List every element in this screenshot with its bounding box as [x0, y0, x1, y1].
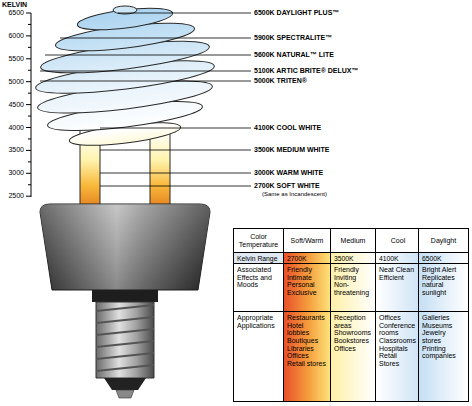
table-header: Medium [330, 228, 376, 253]
table-header: Soft/Warm [283, 228, 331, 253]
lamp-label: 4100K COOL WHITE [254, 124, 321, 132]
table-cell: Offices Conference rooms Classrooms Hosp… [375, 311, 421, 402]
lamp-label: 5600K NATURAL™ LITE [254, 51, 334, 59]
lamp-label: 5000K TRITEN® [254, 77, 307, 85]
axis-title: KELVIN [2, 1, 27, 9]
lamp-label: 3500K MEDIUM WHITE [254, 146, 329, 154]
table-cell: Reception areas Showrooms Bookstores Off… [330, 311, 376, 402]
lamp-label: 5100K ARTIC BRITE® DELUX™ [254, 67, 358, 75]
lamp-label: 5900K SPECTRALITE™ [254, 34, 332, 42]
scale-value: 3500 [0, 146, 24, 154]
table-cell: Restaurants Hotel lobbies Boutiques Libr… [283, 311, 331, 402]
table-header: Daylight [418, 228, 469, 253]
table-cell: Friendly Intimate Personal Exclusive [283, 263, 331, 312]
scale-value: 5500 [0, 55, 24, 63]
scale-value: 3000 [0, 169, 24, 177]
table-cell: Friendly Inviting Non-threatening [330, 263, 376, 312]
lamp-label: 3000K WARM WHITE [254, 169, 323, 177]
row-header: Appropriate Applications [233, 311, 284, 402]
note: (Same as Incandescent) [262, 191, 327, 198]
scale-value: 5000 [0, 78, 24, 86]
lamp-label: 2700K SOFT WHITE [254, 182, 320, 190]
scale-value: 6500 [0, 9, 24, 17]
lamp-label: 6500K DAYLIGHT PLUS™ [254, 9, 339, 17]
table-cell: Bright Alert Replicates natural sunlight [418, 263, 469, 312]
scale-value: 4500 [0, 101, 24, 109]
row-header: Associated Effects and Moods [233, 263, 284, 312]
scale-value: 6000 [0, 32, 24, 40]
table-header: Color Temperature [233, 228, 284, 253]
table-cell: Galleries Museums Jewelry stores Printin… [418, 311, 469, 402]
scale-value: 4000 [0, 124, 24, 132]
table-header: Cool [375, 228, 421, 253]
table-cell: Neat Clean Efficient [375, 263, 421, 312]
scale-value: 2500 [0, 192, 24, 200]
